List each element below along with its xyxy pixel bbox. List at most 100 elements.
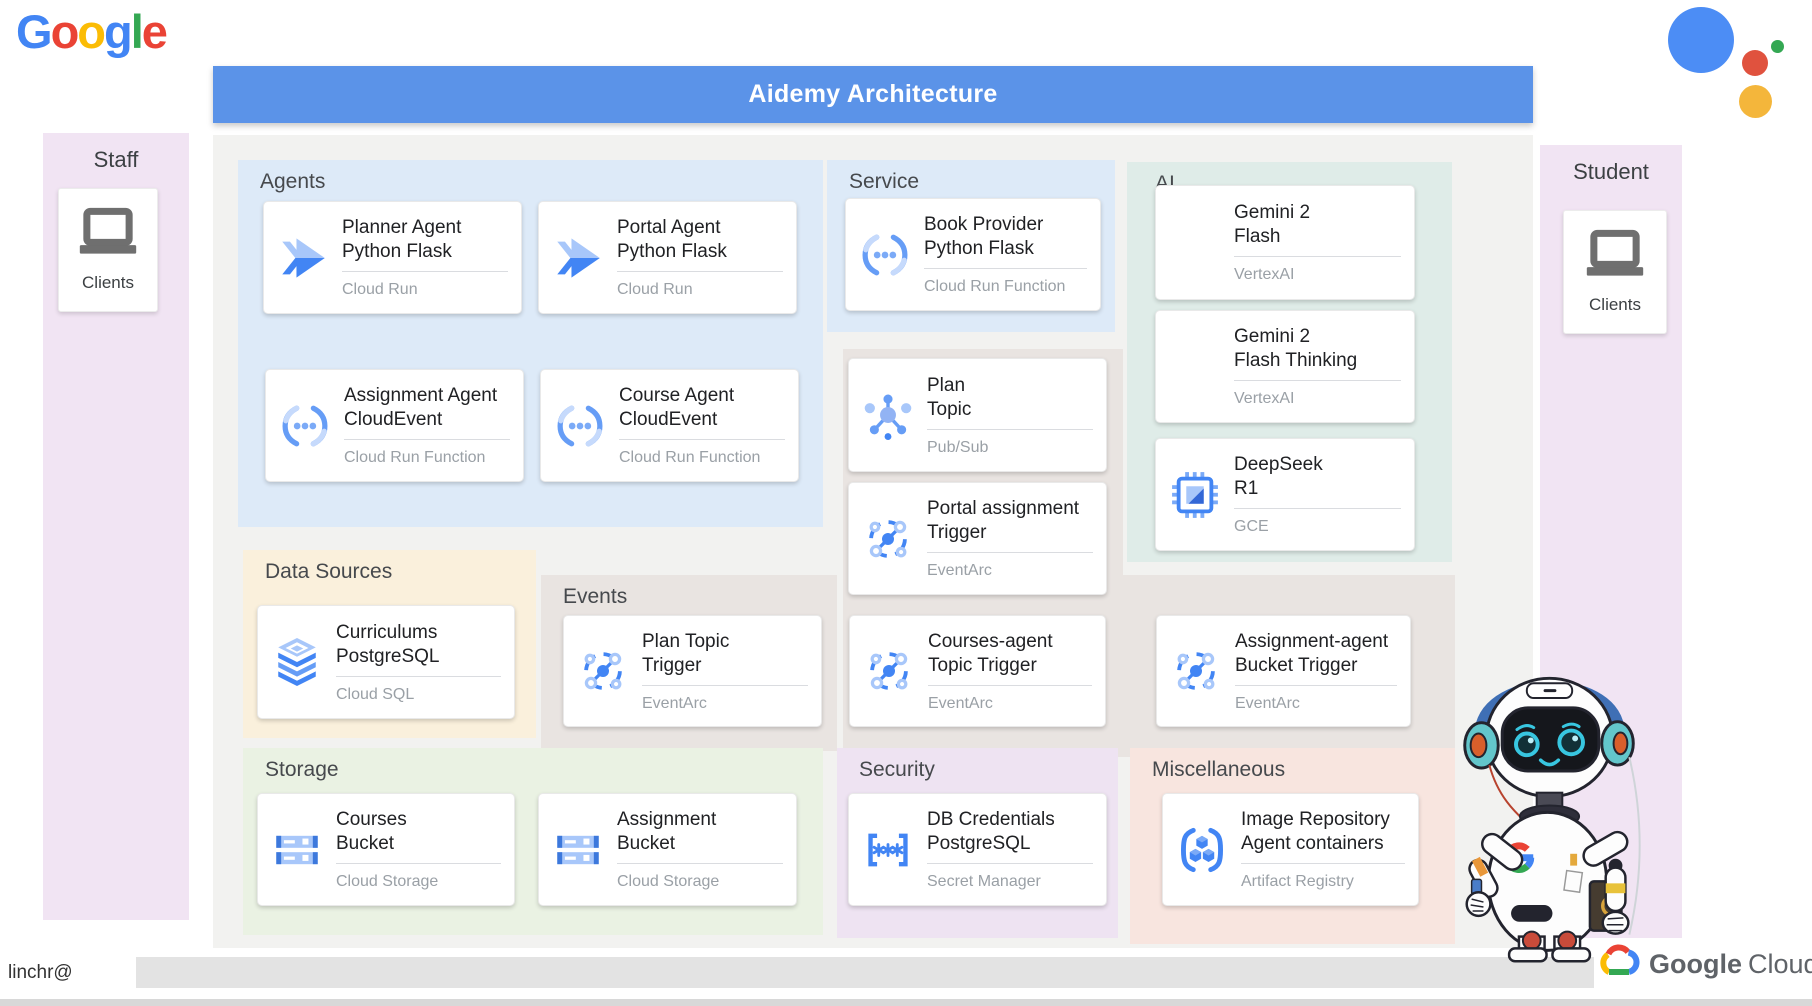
section-label: Events	[563, 585, 628, 608]
card-title-line2: PostgreSQL	[927, 833, 1031, 854]
divider	[927, 428, 1093, 430]
card-portal-assignment-trigger: Portal assignment Trigger EventArc	[848, 482, 1107, 595]
laptop-icon	[77, 207, 139, 263]
divider	[1234, 508, 1401, 509]
laptop-icon	[1584, 229, 1646, 285]
card-gemini-2-flash-thinking: Gemini 2 Flash Thinking VertexAI	[1155, 310, 1415, 423]
artifact-registry-icon	[1163, 826, 1241, 874]
card-subtitle: EventArc	[642, 694, 707, 712]
card-subtitle: Secret Manager	[927, 873, 1041, 890]
robot-mascot	[1463, 676, 1641, 963]
card-title-line1: DeepSeek	[1234, 454, 1323, 475]
card-title-line2: Agent containers	[1241, 833, 1384, 854]
cloud-sql-icon	[258, 637, 336, 687]
card-subtitle: Cloud Run	[342, 281, 418, 298]
section-label: Storage	[265, 758, 339, 781]
card-image-repository: Image Repository Agent containers Artifa…	[1162, 793, 1419, 906]
brand-google: Google	[1649, 949, 1742, 979]
card-subtitle: Cloud Run Function	[619, 449, 761, 466]
card-planner-agent: Planner Agent Python Flask Cloud Run	[263, 201, 522, 314]
gemini-icon	[1156, 338, 1234, 396]
card-subtitle: Cloud Storage	[336, 873, 439, 890]
gemini-icon	[1156, 214, 1234, 272]
assistant-red-circle	[1742, 50, 1768, 76]
card-title-line2: Flash Thinking	[1234, 350, 1358, 371]
card-title-line2: Bucket Trigger	[1235, 654, 1358, 676]
card-subtitle: Artifact Registry	[1241, 873, 1354, 890]
card-title-line1: Portal assignment	[927, 498, 1080, 519]
divider	[1234, 256, 1401, 257]
footer-username: linchr@	[8, 962, 73, 983]
card-title-line2: Python Flask	[342, 241, 452, 262]
card-portal-agent: Portal Agent Python Flask Cloud Run	[538, 201, 797, 314]
card-subtitle: Cloud Run Function	[344, 449, 486, 466]
divider	[619, 439, 785, 440]
header-bar: Aidemy Architecture	[213, 66, 1533, 123]
card-assignment-agent: Assignment Agent CloudEvent Cloud Run Fu…	[265, 369, 524, 482]
card-title-line1: Portal Agent	[617, 217, 721, 238]
card-title-line2: R1	[1234, 478, 1259, 499]
card-title-line2: Python Flask	[617, 241, 727, 262]
card-subtitle: EventArc	[927, 562, 992, 579]
cloud-functions-icon	[266, 403, 344, 449]
card-title-line1: Course Agent	[619, 385, 735, 406]
card-title-line2: Topic	[927, 398, 972, 420]
card-title-line1: Planner Agent	[342, 217, 462, 238]
eventarc-icon	[564, 647, 642, 695]
divider	[617, 863, 783, 864]
card-title-line2: Bucket	[336, 833, 395, 854]
card-course-agent: Course Agent CloudEvent Cloud Run Functi…	[540, 369, 799, 482]
card-deepseek-r1: DeepSeek R1 GCE	[1155, 438, 1415, 551]
card-title-line1: DB Credentials	[927, 809, 1055, 830]
divider	[1234, 380, 1401, 381]
cloud-storage-icon	[258, 826, 336, 874]
card-title-line1: Curriculums	[336, 621, 438, 643]
card-title-line1: Assignment	[617, 809, 717, 830]
divider	[1241, 863, 1405, 864]
google-logo: Google	[16, 5, 168, 58]
card-gemini-2-flash: Gemini 2 Flash VertexAI	[1155, 185, 1415, 300]
card-title-line2: CloudEvent	[344, 409, 443, 430]
client-label: Clients	[82, 273, 134, 292]
card-subtitle: GCE	[1234, 518, 1269, 535]
card-assignment-bucket: Assignment Bucket Cloud Storage	[538, 793, 797, 906]
card-title-line2: Topic Trigger	[928, 654, 1037, 676]
card-title-line2: Flash	[1234, 226, 1281, 247]
card-plan-topic: Plan Topic Pub/Sub	[848, 358, 1107, 472]
divider	[928, 684, 1092, 686]
cloud-functions-icon	[541, 403, 619, 449]
assistant-green-circle	[1771, 40, 1784, 53]
card-assignment-agent-bucket-trigger: Assignment-agent Bucket Trigger EventArc	[1156, 615, 1411, 727]
staff-clients-card: Clients	[58, 188, 158, 312]
section-label: Agents	[260, 170, 326, 193]
card-courses-bucket: Courses Bucket Cloud Storage	[257, 793, 515, 906]
card-subtitle: Cloud Run Function	[924, 278, 1066, 295]
card-title-line1: Book Provider	[924, 214, 1044, 235]
card-title-line1: Plan	[927, 374, 966, 396]
eventarc-icon	[849, 515, 927, 563]
google-cloud-icon	[1598, 944, 1640, 985]
card-courses-agent-topic-trigger: Courses-agent Topic Trigger EventArc	[849, 615, 1106, 727]
panel-title: Student	[1573, 159, 1649, 184]
secret-manager-icon	[849, 826, 927, 874]
card-subtitle: EventArc	[1235, 694, 1300, 712]
client-label: Clients	[1589, 295, 1641, 314]
card-title-line1: Gemini 2	[1234, 326, 1311, 347]
card-subtitle: Pub/Sub	[927, 438, 989, 456]
divider	[617, 271, 783, 272]
divider	[336, 675, 501, 677]
cloud-run-icon	[539, 234, 617, 282]
eventarc-icon	[850, 647, 928, 695]
card-subtitle: VertexAI	[1234, 266, 1295, 283]
card-title-line2: PostgreSQL	[336, 645, 440, 667]
horizontal-scrollbar[interactable]	[136, 957, 1594, 988]
card-title-line2: Bucket	[617, 833, 676, 854]
pubsub-icon	[849, 390, 927, 440]
gce-chip-icon	[1156, 471, 1234, 519]
card-db-credentials: DB Credentials PostgreSQL Secret Manager	[848, 793, 1107, 906]
divider	[924, 268, 1087, 269]
panel-title: Staff	[93, 147, 139, 172]
card-title-line1: Plan Topic	[642, 630, 730, 652]
card-subtitle: Cloud Storage	[617, 873, 720, 890]
